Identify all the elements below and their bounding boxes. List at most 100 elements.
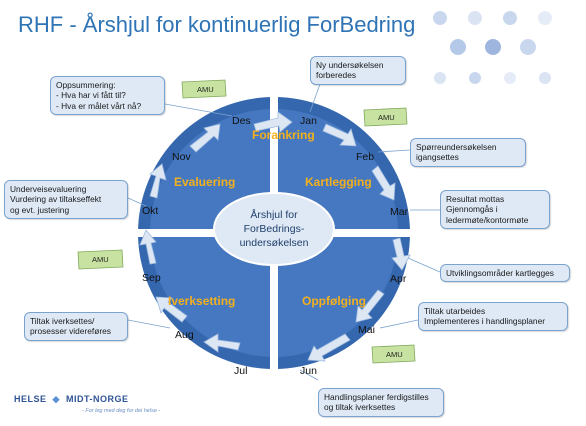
amu-flag xyxy=(77,249,124,270)
month-jun: Jun xyxy=(300,365,317,377)
arrow-icon xyxy=(253,111,293,133)
center-line-2: ForBedrings- xyxy=(244,223,305,235)
callout-oppsummering: Oppsummering: - Hva har vi fått til? - H… xyxy=(50,76,165,116)
amu-flag xyxy=(181,79,227,99)
month-okt: Okt xyxy=(142,205,158,217)
callout-line: Gjennomgås i xyxy=(446,204,498,215)
arrow-icon xyxy=(155,296,188,323)
callout-sporreundersokelsen: Spørreundersøkelsen igangsettes xyxy=(410,138,526,167)
amu-tag: AMU xyxy=(181,79,227,99)
center-line-3: undersøkelsen xyxy=(240,237,309,249)
arrow-icon xyxy=(139,229,157,265)
arrow-icon xyxy=(391,237,411,271)
month-feb: Feb xyxy=(356,151,374,163)
amu-label: AMU xyxy=(378,113,395,122)
logo-left: HELSE xyxy=(14,394,47,404)
callout-resultat: Resultat mottas Gjennomgås i ledermøte/k… xyxy=(440,190,550,230)
amu-flag xyxy=(371,344,416,364)
quadrant-kartlegging: Kartlegging xyxy=(305,175,372,189)
callout-line: igangsettes xyxy=(416,152,459,163)
deco-dot xyxy=(503,11,517,25)
deco-dot xyxy=(538,11,552,25)
month-aug: Aug xyxy=(175,329,194,341)
callout-line: Handlingsplaner ferdigstilles xyxy=(324,392,429,402)
deco-dot xyxy=(504,72,516,84)
logo-mark-icon: ◆ xyxy=(52,394,60,404)
cycle-arrows xyxy=(139,111,411,362)
connector xyxy=(127,197,147,207)
callout-line: Vurdering av tiltakseffekt xyxy=(10,194,102,205)
month-mar: Mar xyxy=(390,206,409,218)
amu-flag xyxy=(363,107,408,127)
logo-right: MIDT-NORGE xyxy=(65,394,129,404)
amu-label: AMU xyxy=(386,350,403,359)
arrow-icon xyxy=(371,165,396,201)
amu-tag: AMU xyxy=(371,344,416,364)
month-nov: Nov xyxy=(172,151,191,163)
month-jul: Jul xyxy=(234,365,247,377)
callout-line: Utviklingsområder kartlegges xyxy=(446,268,554,278)
callout-line: - Hva har vi fått til? xyxy=(56,90,126,101)
callout-line: Underveisevaluering xyxy=(10,184,87,194)
dots-group xyxy=(433,11,552,84)
connector xyxy=(309,83,321,113)
quadrant-evaluering: Evaluering xyxy=(174,175,235,189)
callout-line: ledermøte/kontormøte xyxy=(446,214,529,225)
center-text: Årshjul for ForBedrings- undersøkelsen xyxy=(240,208,309,249)
center-line-1: Årshjul for xyxy=(250,208,298,221)
logo: HELSE ◆ MIDT-NORGE xyxy=(14,394,128,405)
connector xyxy=(407,257,441,273)
month-mai: Mai xyxy=(358,324,375,336)
amu-tag: AMU xyxy=(363,107,408,127)
deco-dot xyxy=(469,72,481,84)
arrow-icon xyxy=(355,289,385,323)
center-ellipse xyxy=(213,192,335,266)
connector xyxy=(299,369,319,381)
callout-line: og tiltak iverksettes xyxy=(324,402,396,413)
callout-line: Spørreundersøkelsen xyxy=(416,142,497,152)
connector-lines xyxy=(127,83,441,381)
callout-line: og evt. justering xyxy=(10,204,70,215)
arrow-icon xyxy=(203,333,241,353)
quadrant-iverksetting: Iverksetting xyxy=(168,294,235,308)
callout-tiltak-utarbeides: Tiltak utarbeides Implementeres i handli… xyxy=(418,302,568,331)
callout-line: Resultat mottas xyxy=(446,194,505,204)
callout-handlingsplaner: Handlingsplaner ferdigstilles og tiltak … xyxy=(318,388,444,417)
deco-dot xyxy=(468,11,482,25)
callout-line: Tiltak utarbeides xyxy=(424,306,486,316)
quadrant-forankring: Forankring xyxy=(252,128,315,142)
callout-line: Oppsummering: xyxy=(56,80,116,90)
page-title: RHF - Årshjul for kontinuerlig ForBedrin… xyxy=(18,12,416,37)
arrow-icon xyxy=(149,163,167,199)
month-des: Des xyxy=(232,115,251,127)
quadrant-labels: Forankring Kartlegging Oppfølging Iverks… xyxy=(168,128,372,308)
year-wheel xyxy=(138,97,410,369)
callout-line: Ny undersøkelsen xyxy=(316,60,384,70)
month-labels: Des Jan Feb Mar Apr Mai Jun Jul Aug Sep … xyxy=(142,115,409,377)
amu-label: AMU xyxy=(92,255,109,264)
quadrant-oppfolging: Oppfølging xyxy=(302,294,366,308)
logo-tagline: - For leg med deg for dei helse - xyxy=(82,408,161,414)
month-jan: Jan xyxy=(300,115,317,127)
month-sep: Sep xyxy=(142,272,161,284)
deco-dot xyxy=(433,11,447,25)
callout-line: - Hva er målet vårt nå? xyxy=(56,100,142,111)
callout-line: prosesser videreføres xyxy=(30,326,111,337)
deco-dot xyxy=(485,39,501,55)
deco-dot xyxy=(450,39,466,55)
callout-line: Tiltak iverksettes/ xyxy=(30,316,95,326)
connector xyxy=(379,319,419,329)
callout-underveisevaluering: Underveisevaluering Vurdering av tiltaks… xyxy=(4,180,128,220)
deco-dot xyxy=(539,72,551,84)
callout-utviklingsomrader: Utviklingsområder kartlegges xyxy=(440,264,570,283)
arrow-icon xyxy=(307,333,351,362)
callout-line: Implementeres i handlingsplaner xyxy=(424,316,546,327)
arrow-icon xyxy=(322,123,357,147)
deco-dot xyxy=(520,39,536,55)
amu-tag: AMU xyxy=(77,249,124,270)
deco-dot xyxy=(434,72,446,84)
amu-tags: AMU AMU AMU AMU xyxy=(77,79,416,364)
callout-tiltak-iverksettes: Tiltak iverksettes/ prosesser videreføre… xyxy=(24,312,128,341)
